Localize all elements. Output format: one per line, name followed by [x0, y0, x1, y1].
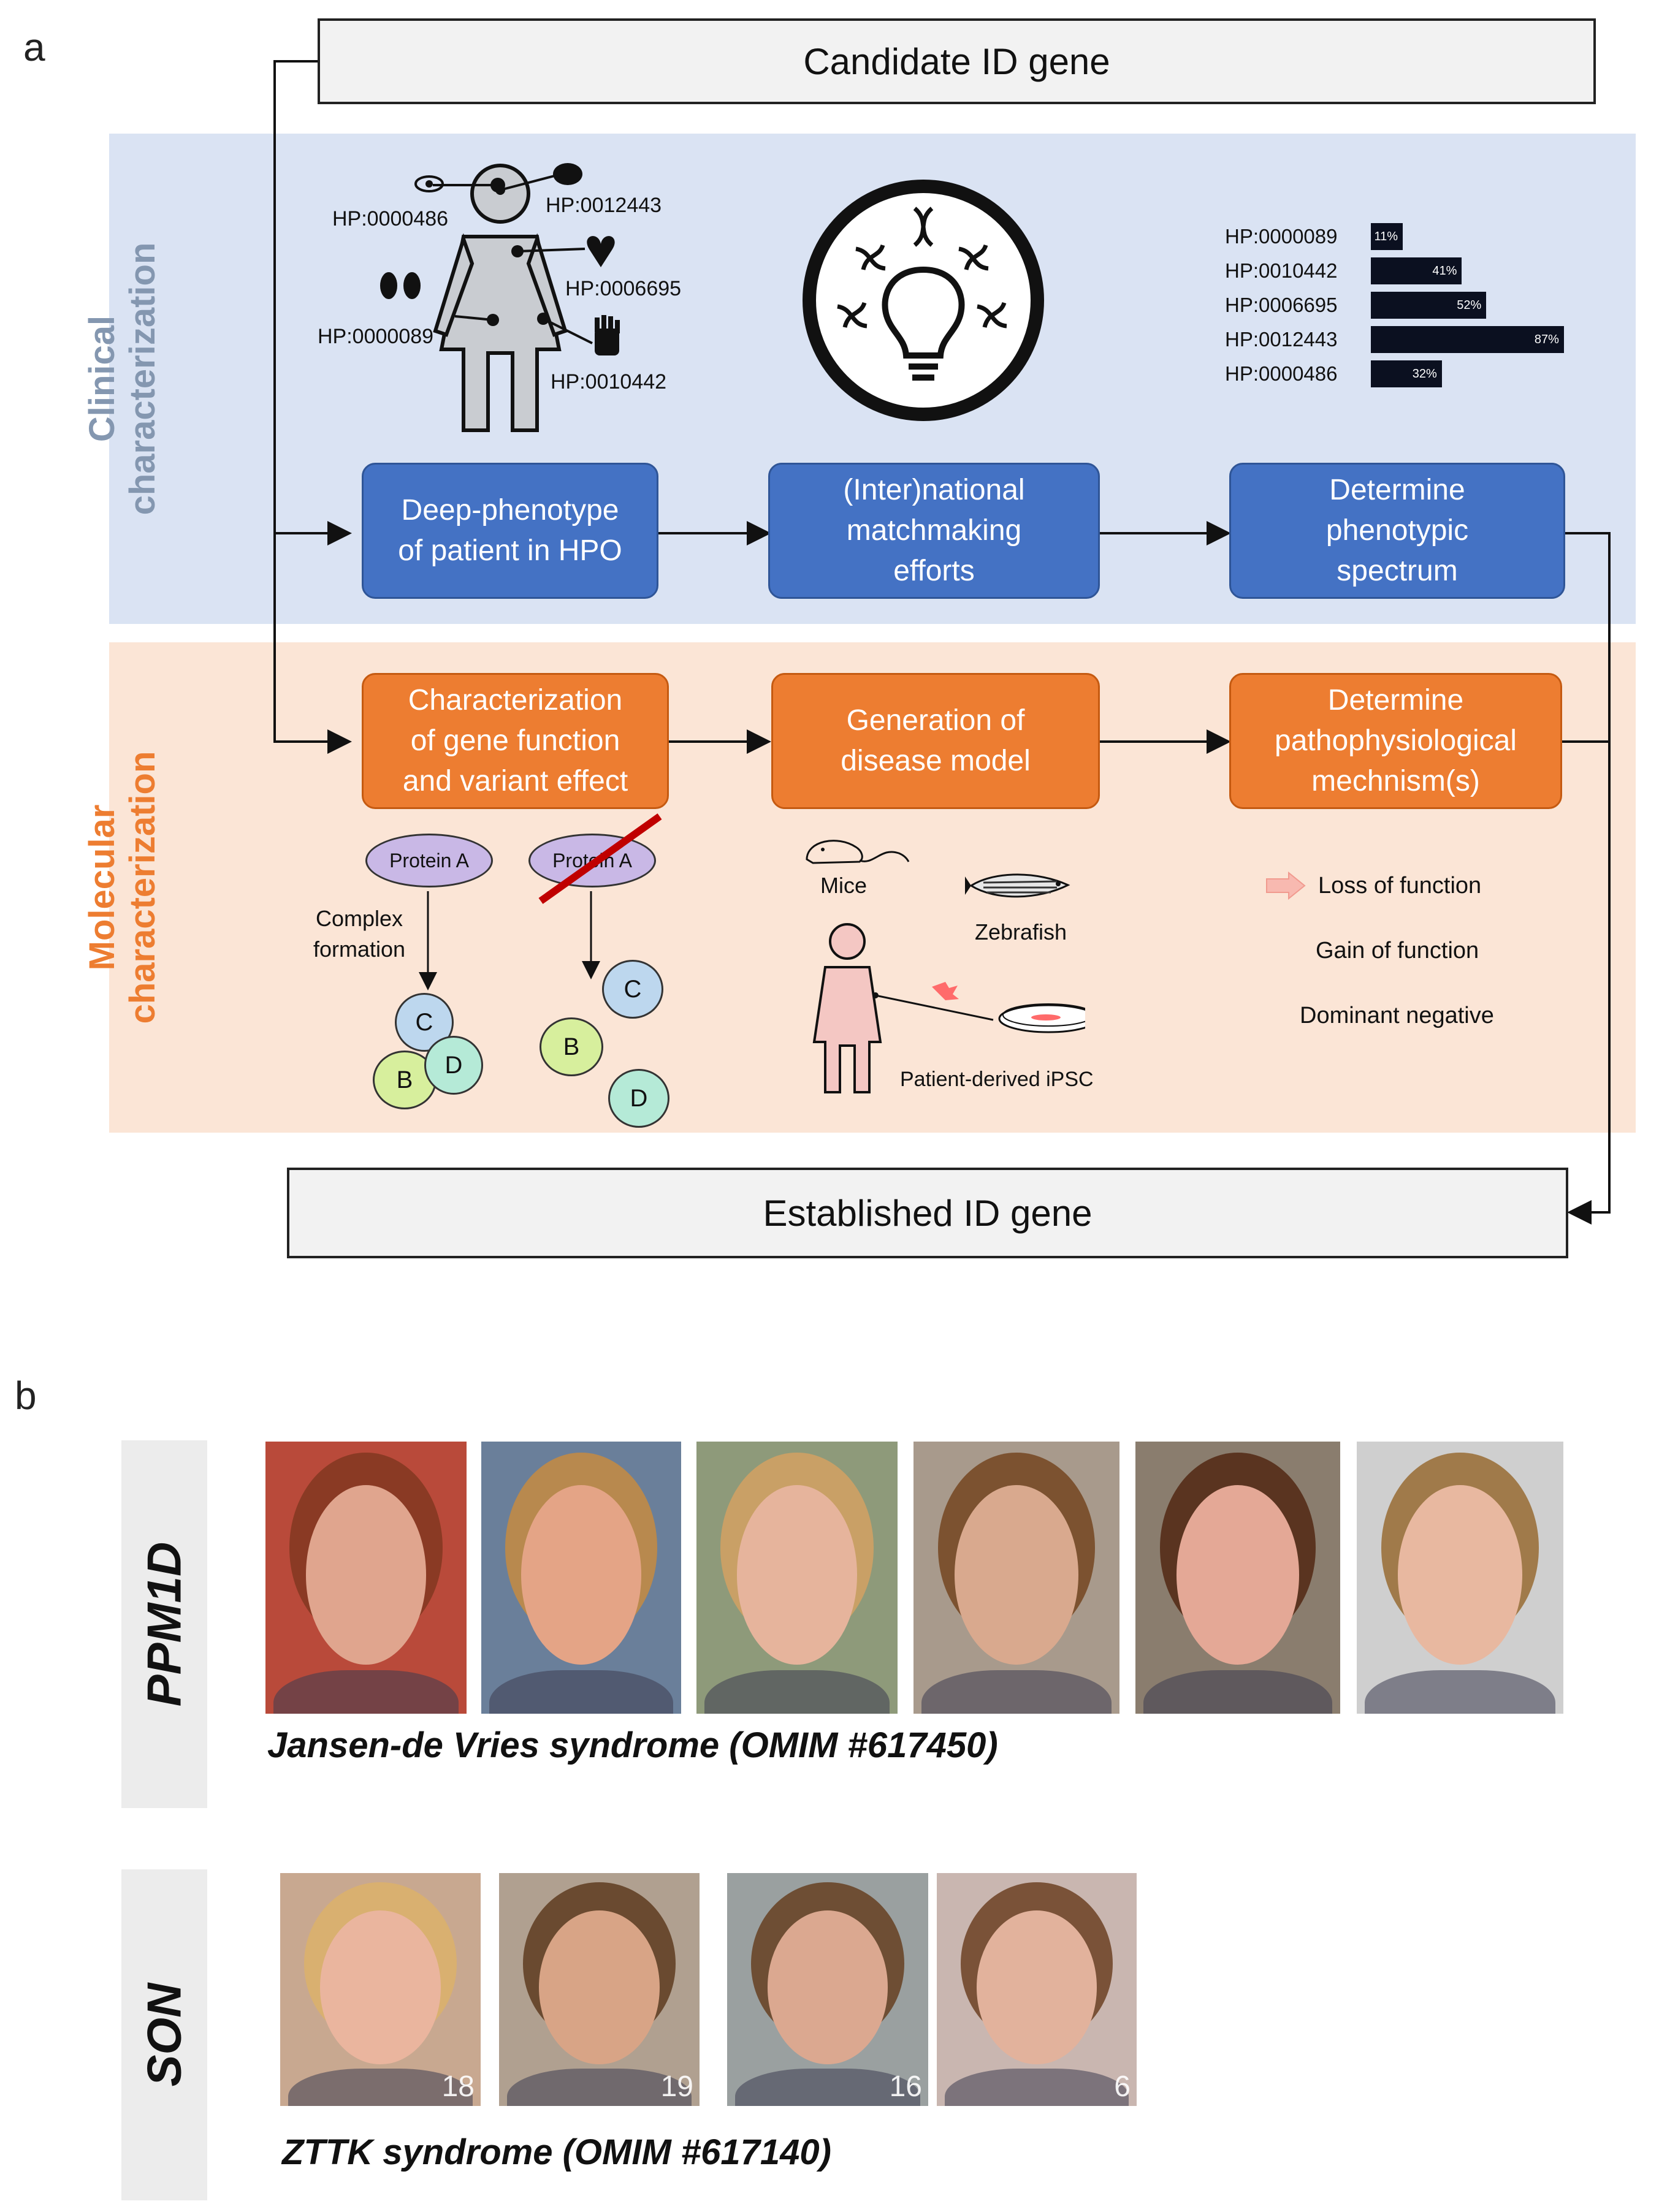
- subunit-c-free: C: [602, 960, 663, 1019]
- spectrum-term: HP:0000486: [1225, 362, 1338, 385]
- subunit-d: D: [424, 1036, 483, 1095]
- candidate-gene-box: Candidate ID gene: [318, 18, 1596, 104]
- age-label: 16: [889, 2070, 922, 2103]
- age-label: 19: [660, 2070, 693, 2103]
- patient-photo: 19: [499, 1873, 700, 2106]
- spectrum-term: HP:0000089: [1225, 225, 1338, 248]
- shoulders-shape: [704, 1670, 890, 1714]
- face-shape: [521, 1485, 641, 1665]
- patient-photo: 6: [937, 1873, 1137, 2106]
- gene-name: PPM1D: [137, 1541, 191, 1707]
- patient-photo: [265, 1442, 467, 1714]
- spectrum-row: HP:0012443 87%: [1225, 326, 1564, 353]
- spectrum-bar: 87%: [1371, 326, 1564, 353]
- step-phenotypic-spectrum: Determine phenotypic spectrum: [1229, 463, 1565, 599]
- patient-photo: 16: [727, 1873, 928, 2106]
- mechanism-gain: Gain of function: [1316, 938, 1479, 963]
- age-label: 6: [1114, 2070, 1131, 2103]
- face-shape: [977, 1910, 1097, 2064]
- zebrafish-icon: [965, 873, 1070, 898]
- shoulders-shape: [288, 2069, 473, 2106]
- patient-photo: [481, 1442, 681, 1714]
- step-gene-function: Characterization of gene function and va…: [362, 673, 669, 809]
- spectrum-row: HP:0006695 52%: [1225, 292, 1487, 319]
- protein-a-ellipse: Protein A: [365, 834, 493, 887]
- gene-tab-son: SON: [121, 1869, 207, 2200]
- mice-label: Mice: [820, 873, 868, 898]
- spectrum-row: HP:0010442 41%: [1225, 257, 1462, 284]
- syndrome-label: ZTTK syndrome (OMIM #617140): [282, 2132, 831, 2172]
- shoulders-shape: [489, 1670, 673, 1714]
- hpo-eye-term: HP:0000486: [332, 207, 449, 230]
- spectrum-bar: 32%: [1371, 360, 1442, 387]
- face-shape: [1176, 1485, 1300, 1665]
- patient-photo: [913, 1442, 1119, 1714]
- subunit-d-free: D: [608, 1069, 669, 1128]
- patient-photo: [1357, 1442, 1563, 1714]
- mouse-icon: [806, 840, 910, 864]
- hpo-hand-term: HP:0010442: [551, 370, 667, 393]
- protein-diagram-lines: [419, 813, 662, 990]
- spectrum-term: HP:0010442: [1225, 259, 1338, 282]
- shoulders-shape: [945, 2069, 1129, 2106]
- hpo-brain-term: HP:0012443: [546, 194, 662, 217]
- shoulders-shape: [1143, 1670, 1332, 1714]
- spectrum-row: HP:0000089 11%: [1225, 223, 1403, 250]
- age-label: 18: [441, 2070, 475, 2103]
- ipsc-label: Patient-derived iPSC: [900, 1068, 1094, 1091]
- hpo-heart-term: HP:0006695: [565, 277, 682, 300]
- spectrum-term: HP:0012443: [1225, 328, 1338, 351]
- patient-body-icon: [380, 163, 620, 432]
- shoulders-shape: [273, 1670, 459, 1714]
- mechanism-loss: Loss of function: [1318, 873, 1482, 899]
- face-shape: [539, 1910, 660, 2064]
- patient-photo: 18: [280, 1873, 481, 2106]
- spectrum-row: HP:0000486 32%: [1225, 360, 1442, 387]
- face-shape: [305, 1485, 427, 1665]
- gene-tab-ppm1d: PPM1D: [121, 1440, 207, 1808]
- spectrum-bar: 41%: [1371, 257, 1462, 284]
- arrow-right-icon: [1266, 871, 1306, 900]
- subunit-b-free: B: [540, 1017, 603, 1076]
- lightbulb-dna-icon: [803, 180, 1044, 421]
- gene-name: SON: [137, 1983, 191, 2087]
- face-shape: [736, 1485, 858, 1665]
- hpo-kidney-term: HP:0000089: [318, 325, 434, 348]
- patient-photo: [1135, 1442, 1340, 1714]
- established-gene-box: Established ID gene: [287, 1168, 1568, 1258]
- face-shape: [955, 1485, 1078, 1665]
- shoulders-shape: [1365, 1670, 1555, 1714]
- face-shape: [767, 1910, 888, 2064]
- syndrome-label: Jansen-de Vries syndrome (OMIM #617450): [267, 1725, 998, 1765]
- spectrum-bar: 52%: [1371, 292, 1487, 319]
- panel-a-letter: a: [23, 25, 45, 69]
- face-shape: [1398, 1485, 1522, 1665]
- patient-icon: [812, 923, 1085, 1093]
- flow-arrows: [273, 60, 1611, 1225]
- step-deep-phenotype: Deep-phenotype of patient in HPO: [362, 463, 658, 599]
- mechanism-dominant-negative: Dominant negative: [1300, 1003, 1494, 1028]
- shoulders-shape: [735, 2069, 920, 2106]
- zebrafish-label: Zebrafish: [975, 919, 1067, 944]
- panel-b-letter: b: [15, 1374, 37, 1418]
- step-matchmaking: (Inter)national matchmaking efforts: [768, 463, 1100, 599]
- step-disease-model: Generation of disease model: [771, 673, 1100, 809]
- spectrum-term: HP:0006695: [1225, 294, 1338, 316]
- face-shape: [320, 1910, 441, 2064]
- step-mechanism: Determine pathophysiological mechnism(s): [1229, 673, 1562, 809]
- shoulders-shape: [921, 1670, 1112, 1714]
- complex-formation-label: Complex formation: [313, 906, 406, 962]
- shoulders-shape: [507, 2069, 692, 2106]
- spectrum-bar: 11%: [1371, 223, 1403, 250]
- patient-photo: [696, 1442, 898, 1714]
- protein-a-mutant-ellipse: Protein A: [528, 834, 656, 887]
